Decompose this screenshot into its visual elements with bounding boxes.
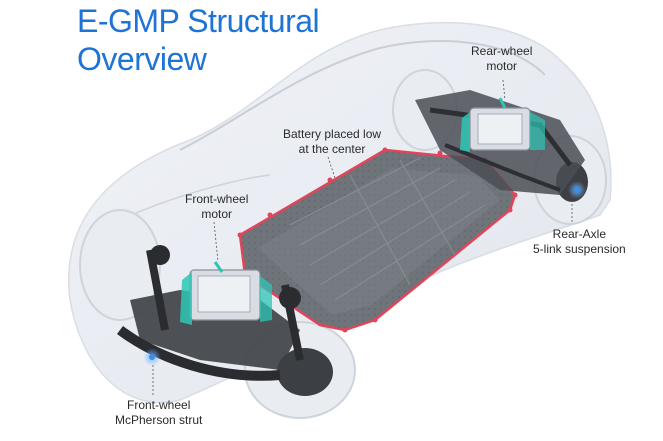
page-title: E-GMP Structural Overview	[77, 2, 320, 78]
leader-lines	[152, 79, 573, 395]
label-battery-line-2: at the center	[298, 142, 366, 156]
label-front-strut-line-2: McPherson strut	[115, 413, 203, 427]
rear-motor	[460, 97, 545, 152]
label-front-motor-line-2: motor	[201, 207, 233, 221]
label-battery: Battery placed low at the center	[283, 127, 381, 157]
label-front-motor-line-1: Front-wheel	[185, 192, 249, 206]
label-rear-axle-suspension: Rear-Axle 5-link suspension	[533, 227, 626, 257]
label-battery-line-1: Battery placed low	[283, 127, 382, 141]
label-rear-wheel-motor: Rear-wheel motor	[471, 44, 532, 74]
title-line-1: E-GMP Structural	[77, 3, 320, 39]
suspension-highlight-rear	[568, 181, 586, 199]
suspension-highlight-front	[143, 348, 161, 366]
label-rear-motor-line-1: Rear-wheel	[471, 44, 533, 58]
label-rear-axle-line-2: 5-link suspension	[533, 242, 626, 256]
label-rear-axle-line-1: Rear-Axle	[552, 227, 607, 241]
label-rear-motor-line-2: motor	[486, 59, 518, 73]
label-front-wheel-motor: Front-wheel motor	[185, 192, 248, 222]
title-line-2: Overview	[77, 41, 207, 77]
front-motor	[180, 261, 272, 325]
label-front-strut-line-1: Front-wheel	[127, 398, 191, 412]
label-front-mcpherson-strut: Front-wheel McPherson strut	[115, 398, 202, 428]
